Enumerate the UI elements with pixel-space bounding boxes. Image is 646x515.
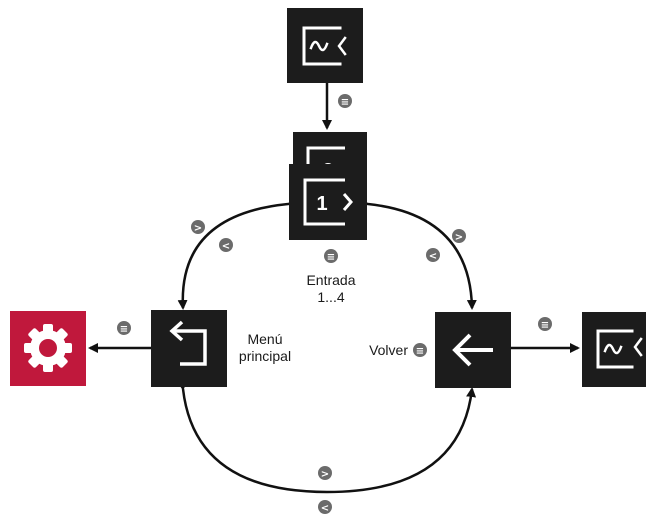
svg-text:>: >: [194, 223, 202, 234]
signal-input-icon: [302, 26, 347, 66]
next-badge-bottom: >: [318, 466, 332, 480]
svg-text:<: <: [321, 503, 329, 514]
menu-badge-top: ≡: [338, 94, 352, 108]
signal-right-tile[interactable]: [582, 312, 646, 387]
svg-text:≡: ≡: [327, 252, 335, 263]
signal-top-tile[interactable]: [287, 8, 363, 83]
volver-label: Volver: [369, 342, 408, 358]
left-arrow-icon: [452, 333, 493, 367]
menu-badge-signal-right: ≡: [538, 317, 552, 331]
entrada-label-line1: Entrada: [306, 272, 356, 288]
menu-badge-volver: ≡: [413, 343, 427, 357]
input-number-front: 1: [316, 193, 327, 215]
volver-tile[interactable]: [435, 312, 511, 388]
svg-text:≡: ≡: [416, 346, 424, 357]
next-badge-left: >: [191, 220, 205, 234]
svg-text:>: >: [321, 469, 329, 480]
svg-text:>: >: [455, 232, 463, 243]
arrow-menu-to-volver: [177, 380, 477, 494]
svg-text:<: <: [222, 241, 230, 252]
signal-input-icon: [596, 329, 643, 369]
entrada-label: Entrada 1...4: [296, 272, 366, 306]
gear-icon: [24, 324, 72, 372]
prev-badge-right: <: [426, 248, 440, 262]
input-tile-front[interactable]: 1: [289, 164, 367, 240]
arrow-input-to-menu: [177, 198, 297, 310]
entrada-label-line2: 1...4: [317, 289, 345, 305]
prev-badge-bottom: <: [318, 500, 332, 514]
settings-tile[interactable]: [10, 311, 86, 386]
return-arrow-icon: [169, 320, 207, 366]
svg-text:<: <: [429, 251, 437, 262]
menu-badge-settings: ≡: [117, 321, 131, 335]
menu-principal-label: Menú principal: [230, 331, 300, 365]
menu-principal-line1: Menú: [247, 331, 283, 347]
svg-text:≡: ≡: [541, 320, 549, 331]
svg-text:≡: ≡: [341, 97, 349, 108]
main-menu-tile[interactable]: [151, 310, 227, 387]
svg-text:≡: ≡: [120, 324, 128, 335]
next-badge-right: >: [452, 229, 466, 243]
input-number-icon: 1: [303, 178, 353, 226]
menu-principal-line2: principal: [238, 348, 292, 364]
arrow-input-to-volver: [359, 198, 477, 310]
prev-badge-left: <: [219, 238, 233, 252]
menu-badge-input: ≡: [324, 249, 338, 263]
